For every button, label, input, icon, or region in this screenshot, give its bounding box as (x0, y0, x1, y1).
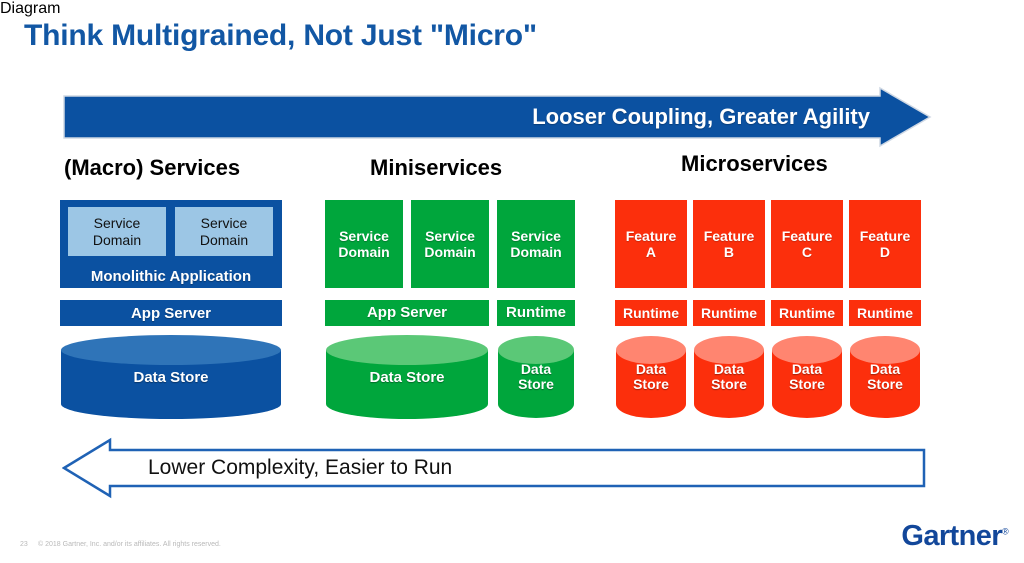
mini-runtime-2: Runtime (497, 300, 575, 326)
mini-data-store-1-label: Data Store (369, 369, 445, 386)
registered-trademark-icon: ® (1001, 526, 1009, 537)
macro-runtime-app-server: App Server (60, 300, 282, 326)
macro-service-domain-1: Service Domain (67, 206, 167, 257)
cylinder-shape (772, 336, 842, 418)
mini-data-store-cylinder-1: Data Store (325, 334, 489, 420)
gartner-logo: Gartner® (901, 520, 1008, 553)
column-header-macro: (Macro) Services (64, 155, 241, 180)
cylinder-shape (694, 336, 764, 418)
top-arrow-label: Looser Coupling, Greater Agility (532, 104, 870, 129)
column-header-mini: Miniservices (370, 155, 503, 180)
micro-runtime-1-label: Runtime (623, 304, 679, 321)
mini-runtime-app-server-label: App Server (366, 304, 448, 322)
mini-runtime-2-label: Runtime (506, 304, 566, 322)
column-header-micro: Microservices (681, 151, 828, 176)
cylinder-shape (498, 336, 574, 418)
mini-runtime-app-server: App Server (325, 300, 489, 326)
macro-monolith-container: Service Domain Service Domain Monolithic… (60, 200, 282, 288)
page-title: Think Multigrained, Not Just "Micro" (24, 19, 537, 52)
footer-copyright: © 2018 Gartner, Inc. and/or its affiliat… (38, 541, 221, 548)
micro-runtime-2-label: Runtime (701, 304, 757, 321)
micro-runtime-4: Runtime (849, 300, 921, 326)
micro-runtime-4-label: Runtime (857, 304, 913, 321)
micro-runtime-3: Runtime (771, 300, 843, 326)
cylinder-shape (616, 336, 686, 418)
bottom-arrow-label: Lower Complexity, Easier to Run (148, 456, 453, 479)
bottom-arrow: Lower Complexity, Easier to Run (61, 436, 926, 500)
macro-service-domain-2: Service Domain (174, 206, 274, 257)
macro-container-label: Monolithic Application (90, 268, 252, 285)
top-arrow-shape (63, 86, 932, 148)
micro-runtime-1: Runtime (615, 300, 687, 326)
cylinder-shape (850, 336, 920, 418)
gartner-logo-text: Gartner (901, 520, 1002, 552)
micro-runtime-2: Runtime (693, 300, 765, 326)
micro-runtime-3-label: Runtime (779, 304, 835, 321)
bottom-arrow-shape (61, 437, 926, 499)
footer-page-number: 23 (20, 541, 28, 548)
cylinder-shape (61, 335, 281, 419)
macro-data-store-cylinder: Data Store (60, 334, 282, 420)
cylinder-shape (326, 335, 488, 419)
top-arrow: Looser Coupling, Greater Agility (62, 86, 932, 148)
macro-data-store-label: Data Store (133, 369, 209, 386)
